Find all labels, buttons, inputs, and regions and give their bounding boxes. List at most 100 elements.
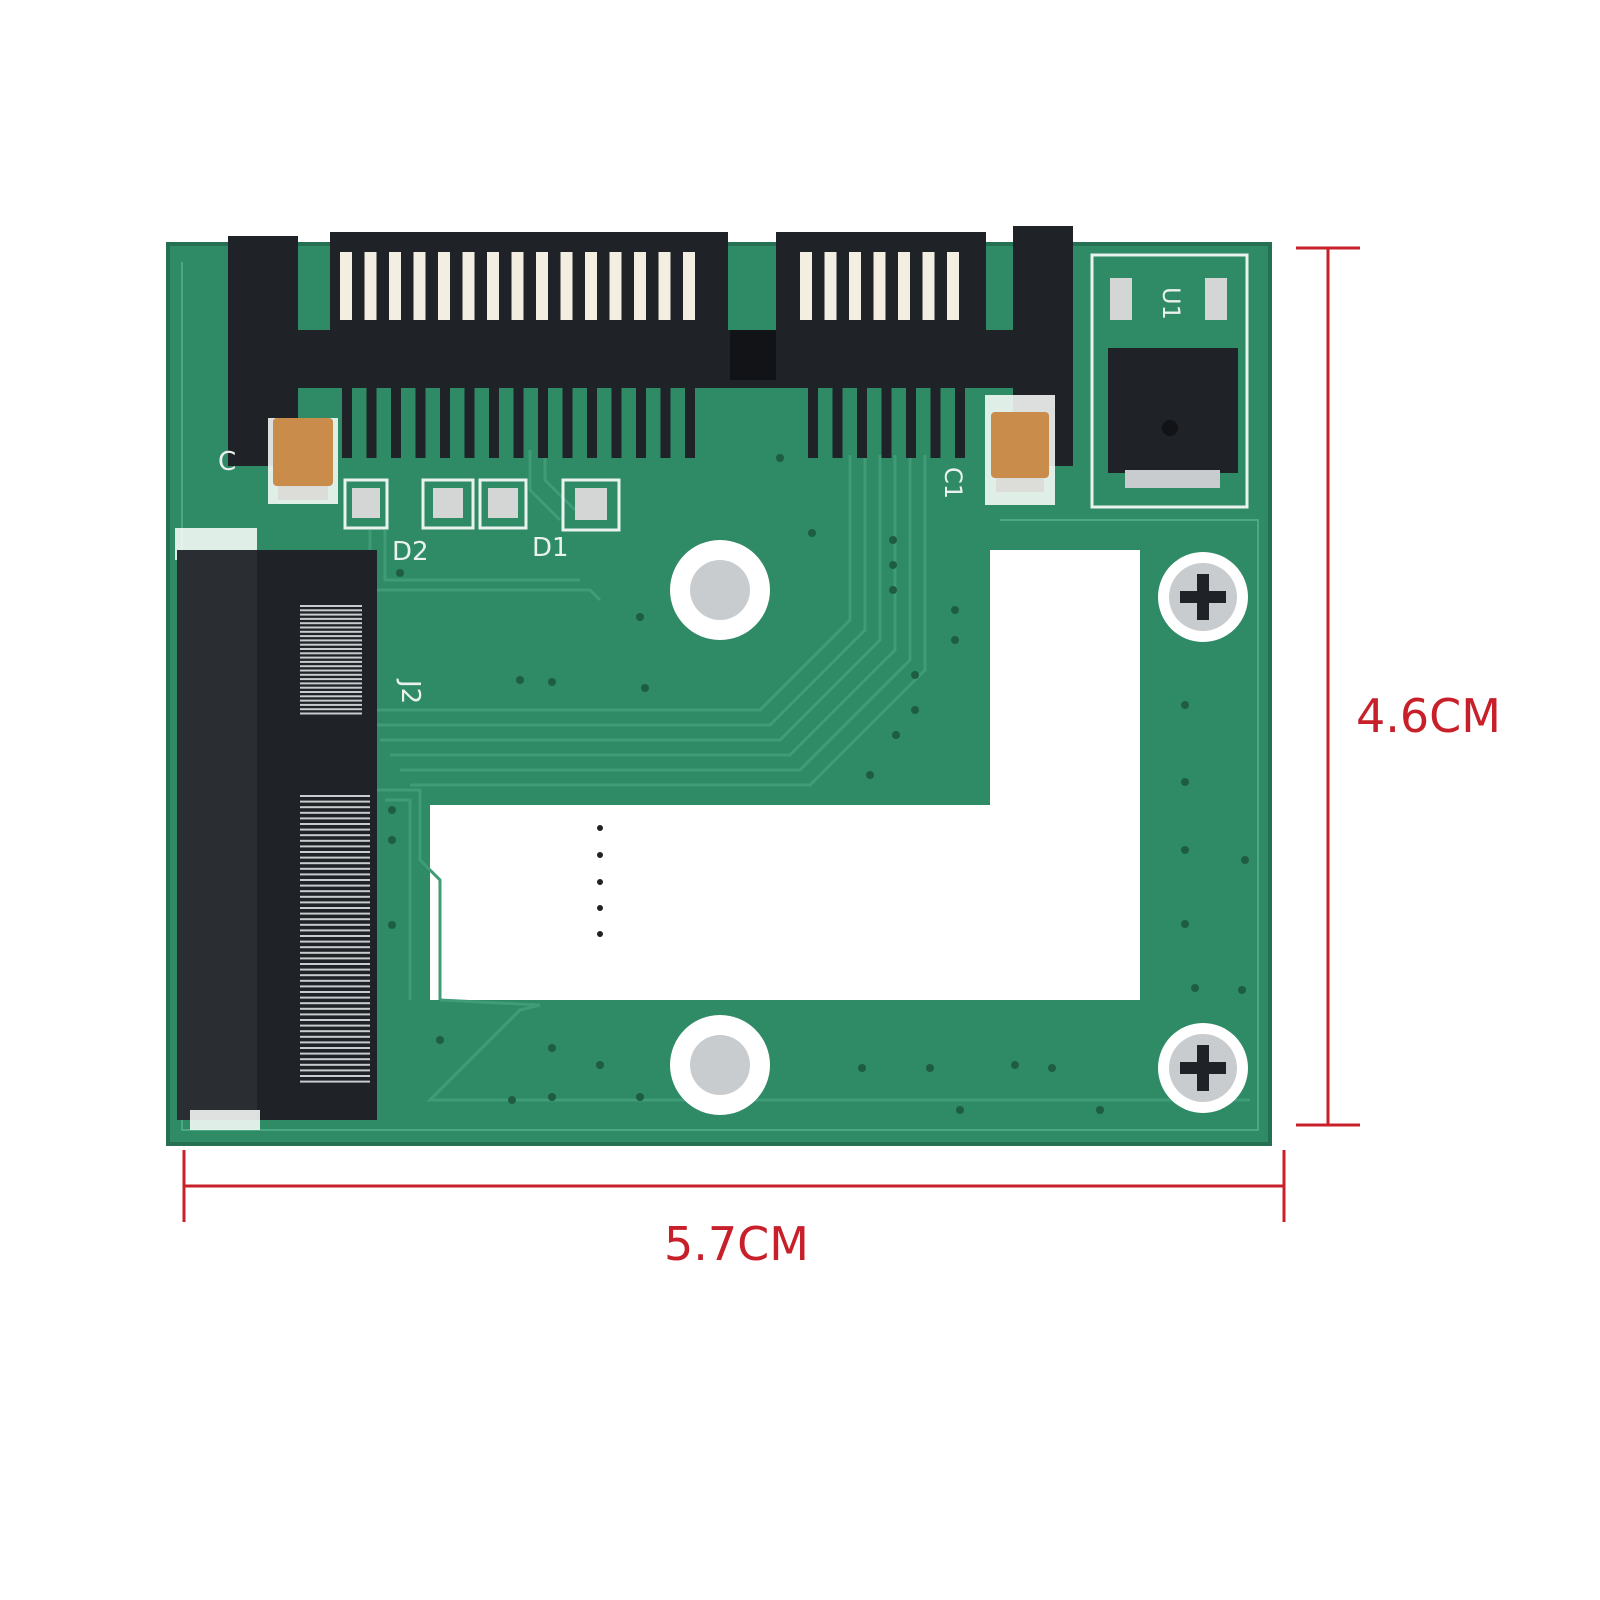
msata-pin [300, 712, 362, 715]
msata-pin [300, 963, 370, 965]
sata-solder-leg [587, 388, 597, 458]
sata-solder-leg [611, 388, 622, 458]
msata-pin [300, 665, 362, 668]
sata-data-pin [536, 252, 548, 320]
msata-pin [300, 1030, 370, 1033]
msata-pin [300, 879, 370, 881]
sata-data-pin [585, 252, 597, 320]
msata-pin [300, 935, 370, 937]
sata-data-pin [658, 252, 671, 320]
msata-pin [300, 991, 370, 993]
msata-pin [300, 1041, 370, 1044]
msata-pin [300, 699, 362, 702]
msata-pin [300, 929, 370, 932]
phillips-screw-icon [1158, 1023, 1248, 1113]
voltage-regulator-u1 [1090, 253, 1249, 509]
msata-pin [300, 940, 370, 943]
msata-pin [300, 1080, 370, 1083]
capacitor-c1 [985, 395, 1055, 505]
sata-data-pin [413, 252, 426, 320]
msata-pin [300, 691, 362, 693]
msata-pin [300, 630, 362, 633]
msata-pin [300, 682, 362, 685]
msata-pin [300, 834, 370, 837]
sata-solder-leg [391, 388, 401, 458]
sata-solder-leg [906, 388, 916, 458]
msata-pin [300, 609, 362, 612]
sata-power-pin [873, 252, 886, 320]
sata-data-pin [683, 252, 695, 320]
msata-pin [300, 873, 370, 876]
msata-pin [300, 686, 362, 689]
sata-solder-leg [685, 388, 695, 458]
sata-solder-leg [538, 388, 548, 458]
msata-pin [300, 648, 362, 650]
msata-pin [300, 708, 362, 711]
sata-solder-leg [513, 388, 524, 458]
msata-pin [300, 678, 362, 681]
sata-data-pin [389, 252, 401, 320]
msata-pin [300, 622, 362, 625]
width-dimension-line [182, 1150, 1286, 1222]
msata-pin [300, 1052, 370, 1055]
msata-pin [300, 1047, 370, 1049]
msata-pin [300, 639, 362, 642]
msata-pin [300, 1075, 370, 1077]
msata-pin [300, 795, 370, 797]
sata-connector [228, 226, 1073, 466]
sata-solder-leg [955, 388, 965, 458]
sata-power-pin [849, 252, 861, 320]
msata-pin [300, 800, 370, 803]
msata-pin [300, 811, 370, 814]
msata-pin [300, 1013, 370, 1016]
sata-solder-leg [857, 388, 867, 458]
msata-pin [300, 867, 370, 870]
msata-pin [300, 635, 362, 638]
msata-pin [300, 817, 370, 820]
msata-pin [300, 895, 370, 898]
sata-power-pin [922, 252, 935, 320]
msata-pin [300, 839, 370, 842]
msata-pin [300, 985, 370, 988]
msata-pin [300, 996, 370, 999]
sata-solder-leg [808, 388, 818, 458]
msata-pin [300, 643, 362, 646]
msata-pin [300, 1002, 370, 1005]
sata-solder-leg [930, 388, 941, 458]
mounting-hole-icon [670, 540, 770, 640]
sata-solder-leg [489, 388, 499, 458]
sata-data-pin [364, 252, 377, 320]
silk-d2: D2 [392, 537, 429, 567]
msata-pin [300, 862, 370, 865]
sata-solder-leg [415, 388, 426, 458]
msata-pin [300, 901, 370, 904]
sata-data-pin [560, 252, 573, 320]
msata-pin [300, 617, 362, 620]
mounting-hole-icon [670, 1015, 770, 1115]
sata-solder-leg [562, 388, 573, 458]
msata-pin [300, 979, 370, 982]
msata-pin [300, 660, 362, 663]
cutout-dots [597, 825, 603, 937]
msata-pin [300, 673, 362, 676]
msata-pin [300, 652, 362, 655]
msata-pin [300, 890, 370, 893]
sata-data-pin [438, 252, 450, 320]
msata-pin [300, 703, 362, 706]
sata-solder-leg [660, 388, 671, 458]
sata-solder-leg [636, 388, 646, 458]
msata-pin [300, 626, 362, 629]
sata-data-pin [511, 252, 524, 320]
silk-c1: C1 [939, 467, 967, 499]
msata-slot-j2 [175, 528, 377, 1130]
sata-power-pin [898, 252, 910, 320]
silk-d1: D1 [532, 533, 569, 563]
msata-pin [300, 957, 370, 960]
msata-pin [300, 1058, 370, 1061]
sata-data-pin [340, 252, 352, 320]
width-label: 5.7CM [664, 1217, 809, 1271]
sata-solder-legs [342, 388, 965, 458]
silk-c2: C [218, 447, 236, 477]
